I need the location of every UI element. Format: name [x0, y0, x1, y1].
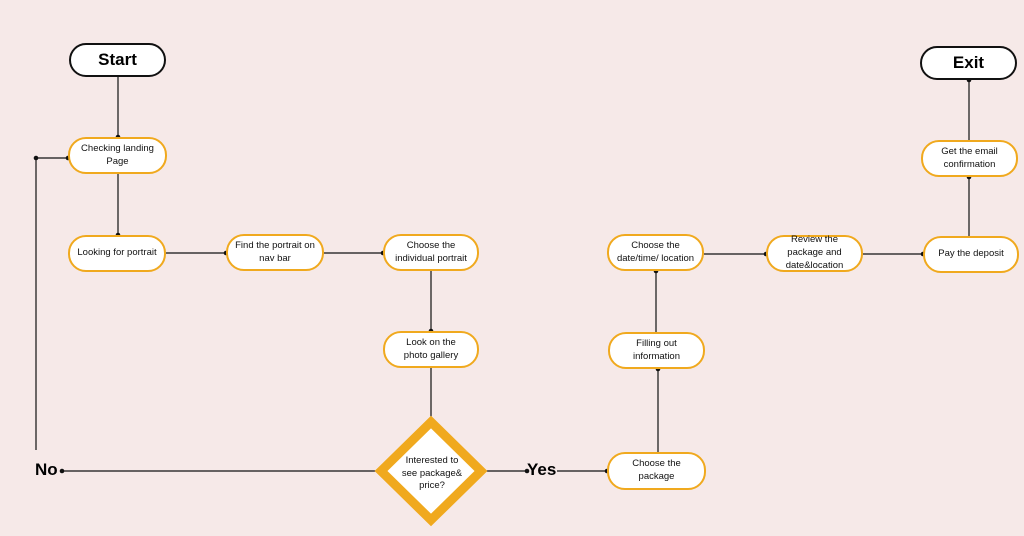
- connector-dot: [59, 468, 65, 474]
- node-checking-landing-page[interactable]: Checking landing Page: [68, 137, 167, 174]
- node-photo-gallery[interactable]: Look on the photo gallery: [383, 331, 479, 368]
- decision-label: Interested to see package& price?: [401, 454, 463, 492]
- node-email-confirmation[interactable]: Get the email confirmation: [921, 140, 1018, 177]
- branch-no-label: No: [35, 460, 58, 479]
- node-pay-deposit[interactable]: Pay the deposit: [923, 236, 1019, 273]
- node-choose-date-time-location[interactable]: Choose the date/time/ location: [607, 234, 704, 271]
- exit-terminal[interactable]: Exit: [920, 46, 1017, 80]
- decision-diamond[interactable]: [374, 415, 488, 527]
- node-looking-for-portrait[interactable]: Looking for portrait: [68, 235, 166, 272]
- node-choose-package[interactable]: Choose the package: [607, 452, 706, 490]
- node-review-package[interactable]: Review the package and date&location: [766, 234, 863, 272]
- node-filling-out-information[interactable]: Filling out information: [608, 332, 705, 369]
- start-terminal[interactable]: Start: [69, 43, 166, 77]
- branch-yes-label: Yes: [527, 460, 557, 479]
- connector-no-loop: [35, 157, 68, 450]
- node-find-portrait-nav-bar[interactable]: Find the portrait on nav bar: [226, 234, 324, 271]
- connector-dot: [524, 468, 530, 474]
- connector-dot: [33, 155, 39, 161]
- node-choose-individual-portrait[interactable]: Choose the individual portrait: [383, 234, 479, 271]
